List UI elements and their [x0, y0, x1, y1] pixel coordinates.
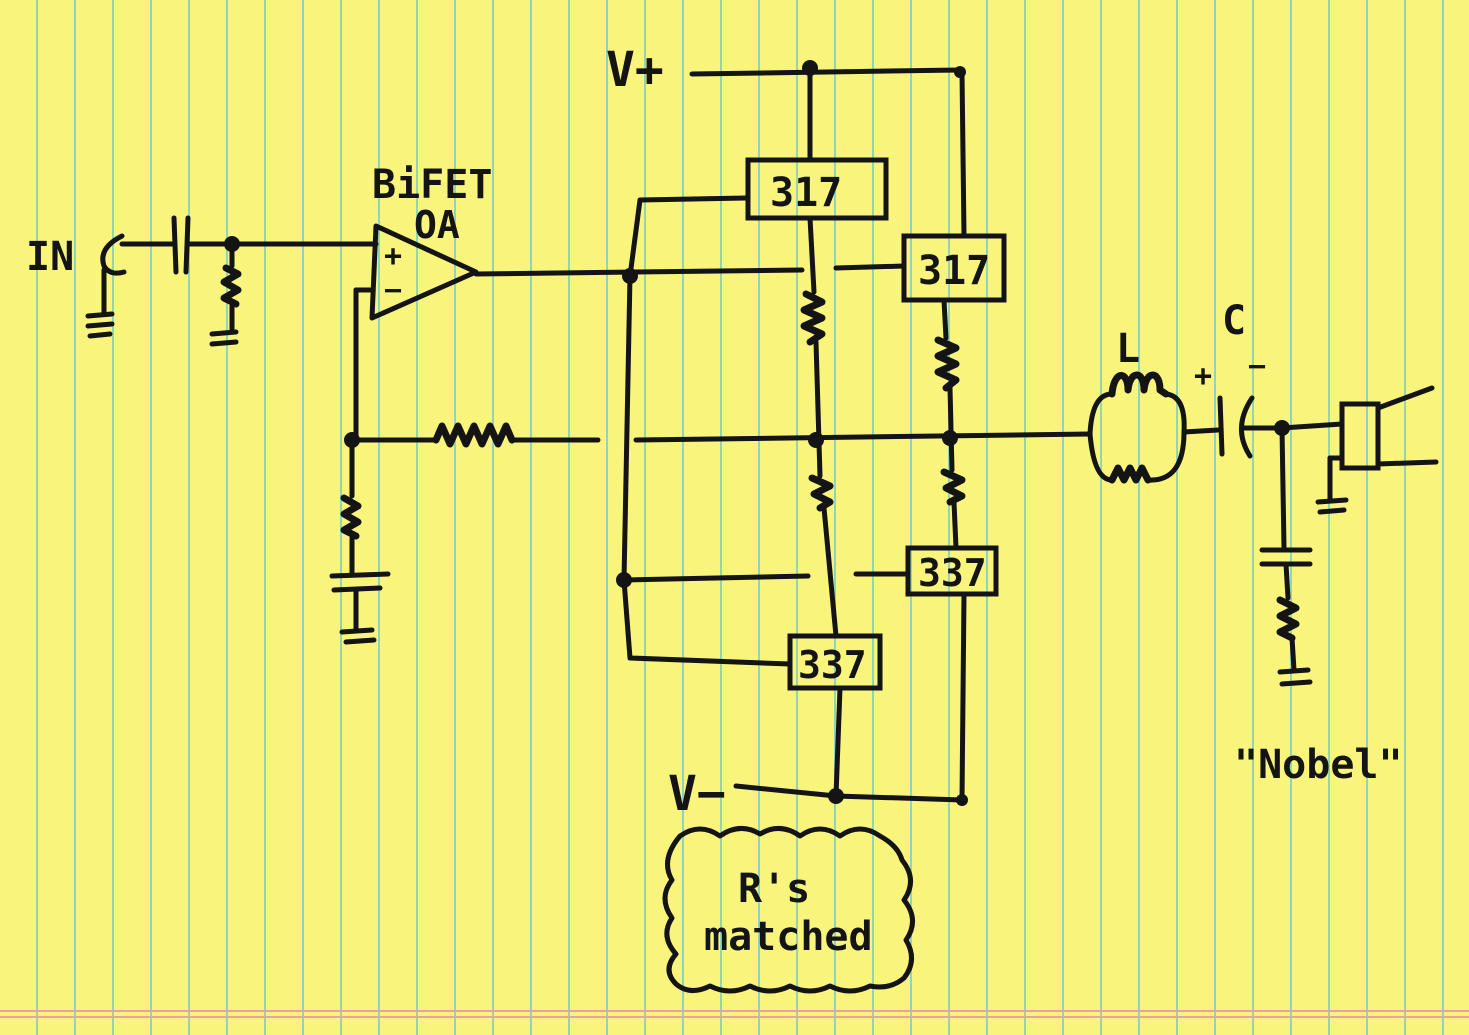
opamp-minus-sign: − [384, 273, 402, 308]
vminus-label: V− [668, 766, 726, 822]
inductor-label: L [1116, 326, 1140, 372]
input-resistor [209, 241, 242, 347]
capacitor-label: C [1222, 298, 1246, 344]
opamp-output-wire [473, 267, 805, 277]
output-inductor-resistor [1087, 371, 1221, 484]
vplus-label: V+ [606, 42, 664, 98]
capacitor-plus-sign: + [1194, 359, 1212, 394]
zobel-label: "Nobel" [1234, 742, 1403, 788]
note-line-matched: matched [704, 914, 873, 960]
input-capacitor [119, 215, 235, 275]
capacitor-minus-sign: − [1248, 349, 1266, 384]
regulator-317-b: 317 [901, 233, 1007, 303]
note-cloud: R's matched [662, 826, 915, 994]
reg-top-a-label: 317 [770, 170, 842, 216]
junction-dot [828, 788, 844, 804]
output-node-wire [633, 431, 1093, 443]
junction-dot [942, 430, 958, 446]
center-column-a [800, 215, 843, 799]
wire-lower-left [621, 573, 811, 583]
vminus-wire-b [833, 793, 965, 803]
regulator-337-a: 337 [787, 633, 883, 691]
junction-dot [956, 794, 968, 806]
shunt-resistor-capacitor [329, 437, 391, 645]
opamp-label-oa: OA [414, 203, 460, 247]
junction-dot [808, 432, 824, 448]
margin-line-top [0, 1010, 1469, 1012]
note-line-rs: R's [738, 866, 810, 912]
input-label: IN [26, 234, 74, 280]
vminus-wire-a [733, 783, 839, 799]
vplus-to-reg-b [959, 69, 967, 239]
opamp-label-bifet: BiFET [372, 162, 492, 208]
regulator-337-b: 337 [905, 545, 999, 597]
opamp-symbol [353, 223, 479, 443]
opamp-plus-sign: + [384, 239, 402, 274]
vplus-wire [689, 67, 963, 77]
regulator-317-a: 317 [745, 157, 889, 221]
center-column-b [934, 297, 967, 803]
speaker-icon [1279, 385, 1439, 515]
input-jack [85, 233, 127, 339]
bias-rail [621, 195, 793, 667]
reg-bot-a-label: 337 [798, 643, 867, 687]
reg-bot-b-label: 337 [918, 551, 987, 595]
wire-to-reg-top-b [833, 263, 907, 271]
zobel-network [1259, 425, 1313, 687]
margin-line-bottom [0, 1016, 1469, 1018]
feedback-resistor [349, 422, 601, 448]
reg-top-b-label: 317 [918, 248, 990, 294]
